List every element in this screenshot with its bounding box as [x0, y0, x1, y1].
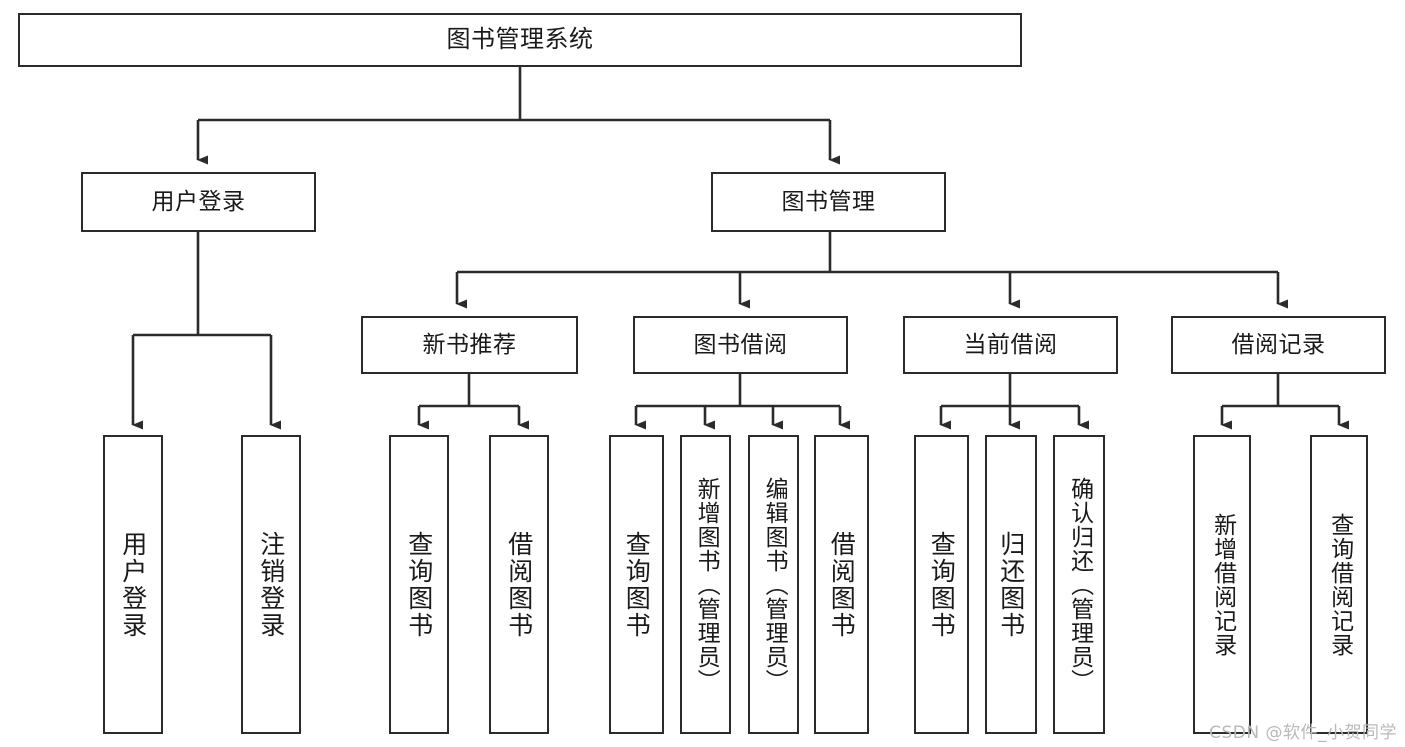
leaf-borrow-book[interactable]: 借阅图书 [814, 435, 869, 734]
leaf-query-book-borrow-label: 查询图书 [622, 530, 652, 639]
leaf-user-login[interactable]: 用户登录 [103, 435, 163, 734]
node-new-book-recommend-label: 新书推荐 [422, 331, 517, 358]
node-root[interactable]: 图书管理系统 [18, 13, 1022, 67]
leaf-add-borrow-record-label: 新增借阅记录 [1209, 512, 1236, 657]
leaf-borrow-book-recommend[interactable]: 借阅图书 [489, 435, 549, 734]
node-current-borrow-label: 当前借阅 [963, 331, 1058, 358]
leaf-query-book-borrow[interactable]: 查询图书 [609, 435, 664, 734]
leaf-borrow-book-recommend-label: 借阅图书 [504, 530, 534, 639]
leaf-add-book-admin[interactable]: 新增图书（管理员） [680, 435, 731, 734]
node-book-management[interactable]: 图书管理 [711, 172, 946, 232]
leaf-return-book[interactable]: 归还图书 [985, 435, 1037, 734]
leaf-add-borrow-record[interactable]: 新增借阅记录 [1193, 435, 1251, 734]
leaf-user-login-label: 用户登录 [118, 530, 148, 639]
node-user-login[interactable]: 用户登录 [81, 172, 316, 232]
leaf-query-borrow-record[interactable]: 查询借阅记录 [1310, 435, 1368, 734]
node-new-book-recommend[interactable]: 新书推荐 [361, 316, 578, 374]
node-borrow-record[interactable]: 借阅记录 [1171, 316, 1386, 374]
leaf-edit-book-admin-label: 编辑图书（管理员） [761, 476, 788, 693]
leaf-borrow-book-label: 借阅图书 [827, 530, 857, 639]
node-current-borrow[interactable]: 当前借阅 [903, 316, 1118, 374]
leaf-add-book-admin-label: 新增图书（管理员） [693, 476, 720, 693]
node-book-borrow[interactable]: 图书借阅 [633, 316, 848, 374]
leaf-query-borrow-record-label: 查询借阅记录 [1326, 512, 1353, 657]
leaf-logout[interactable]: 注销登录 [241, 435, 301, 734]
leaf-query-book-recommend-label: 查询图书 [404, 530, 434, 639]
node-root-label: 图书管理系统 [446, 25, 594, 54]
node-user-login-label: 用户登录 [151, 188, 246, 215]
leaf-edit-book-admin[interactable]: 编辑图书（管理员） [748, 435, 799, 734]
leaf-return-book-label: 归还图书 [996, 530, 1026, 639]
leaf-query-book-current-label: 查询图书 [927, 530, 957, 639]
leaf-confirm-return-admin-label: 确认归还（管理员） [1066, 476, 1093, 693]
node-book-borrow-label: 图书借阅 [693, 331, 788, 358]
watermark-text: CSDN @软件_小贺同学 [1209, 723, 1397, 743]
leaf-query-book-current[interactable]: 查询图书 [914, 435, 969, 734]
node-book-management-label: 图书管理 [781, 188, 876, 215]
leaf-confirm-return-admin[interactable]: 确认归还（管理员） [1053, 435, 1105, 734]
leaf-logout-label: 注销登录 [256, 530, 286, 639]
node-borrow-record-label: 借阅记录 [1231, 331, 1326, 358]
leaf-query-book-recommend[interactable]: 查询图书 [389, 435, 449, 734]
